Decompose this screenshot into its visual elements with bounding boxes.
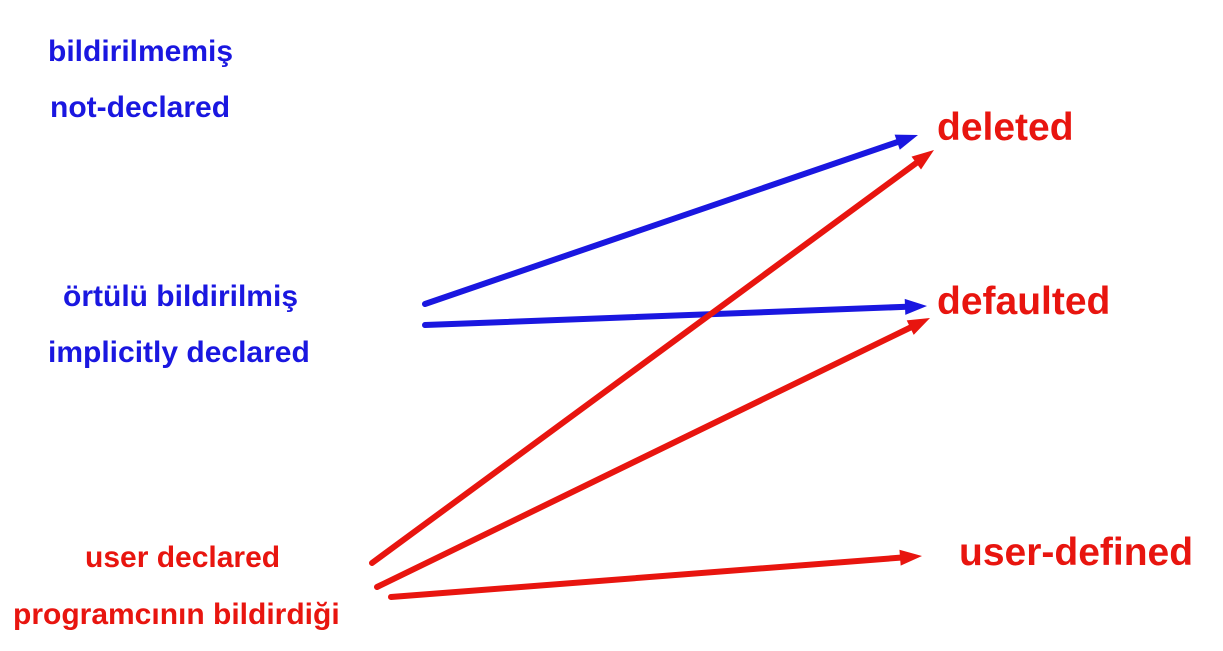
arrowhead-icon (904, 298, 927, 315)
arrow-shaft (374, 323, 916, 590)
defaulted-target-label: defaulted (937, 280, 1111, 323)
arrow-shaft (369, 158, 921, 566)
arrow-shaft (388, 554, 906, 600)
arrow-user-declared-to-defaulted (374, 318, 930, 590)
not-declared-english-label: not-declared (50, 91, 231, 124)
edges-layer (369, 134, 934, 600)
arrow-implicitly-declared-to-defaulted (422, 298, 927, 328)
user-declared-turkish-label: programcının bildirdiği (13, 598, 340, 631)
arrowhead-icon (906, 318, 930, 335)
arrow-shaft (422, 138, 903, 307)
user-defined-target-label: user-defined (959, 531, 1194, 574)
arrow-user-declared-to-deleted (369, 150, 934, 566)
arrow-user-declared-to-user-defined (388, 549, 922, 600)
arrowhead-icon (894, 134, 918, 150)
implicitly-declared-english-label: implicitly declared (48, 336, 310, 369)
not-declared-turkish-label: bildirilmemiş (48, 35, 234, 68)
arrowhead-icon (911, 150, 934, 170)
arrow-shaft (422, 303, 911, 328)
user-declared-english-label: user declared (85, 541, 281, 574)
deleted-target-label: deleted (937, 106, 1074, 149)
implicitly-declared-turkish-label: örtülü bildirilmiş (63, 280, 299, 313)
arrowhead-icon (899, 549, 922, 566)
arrow-implicitly-declared-to-deleted (422, 134, 918, 307)
